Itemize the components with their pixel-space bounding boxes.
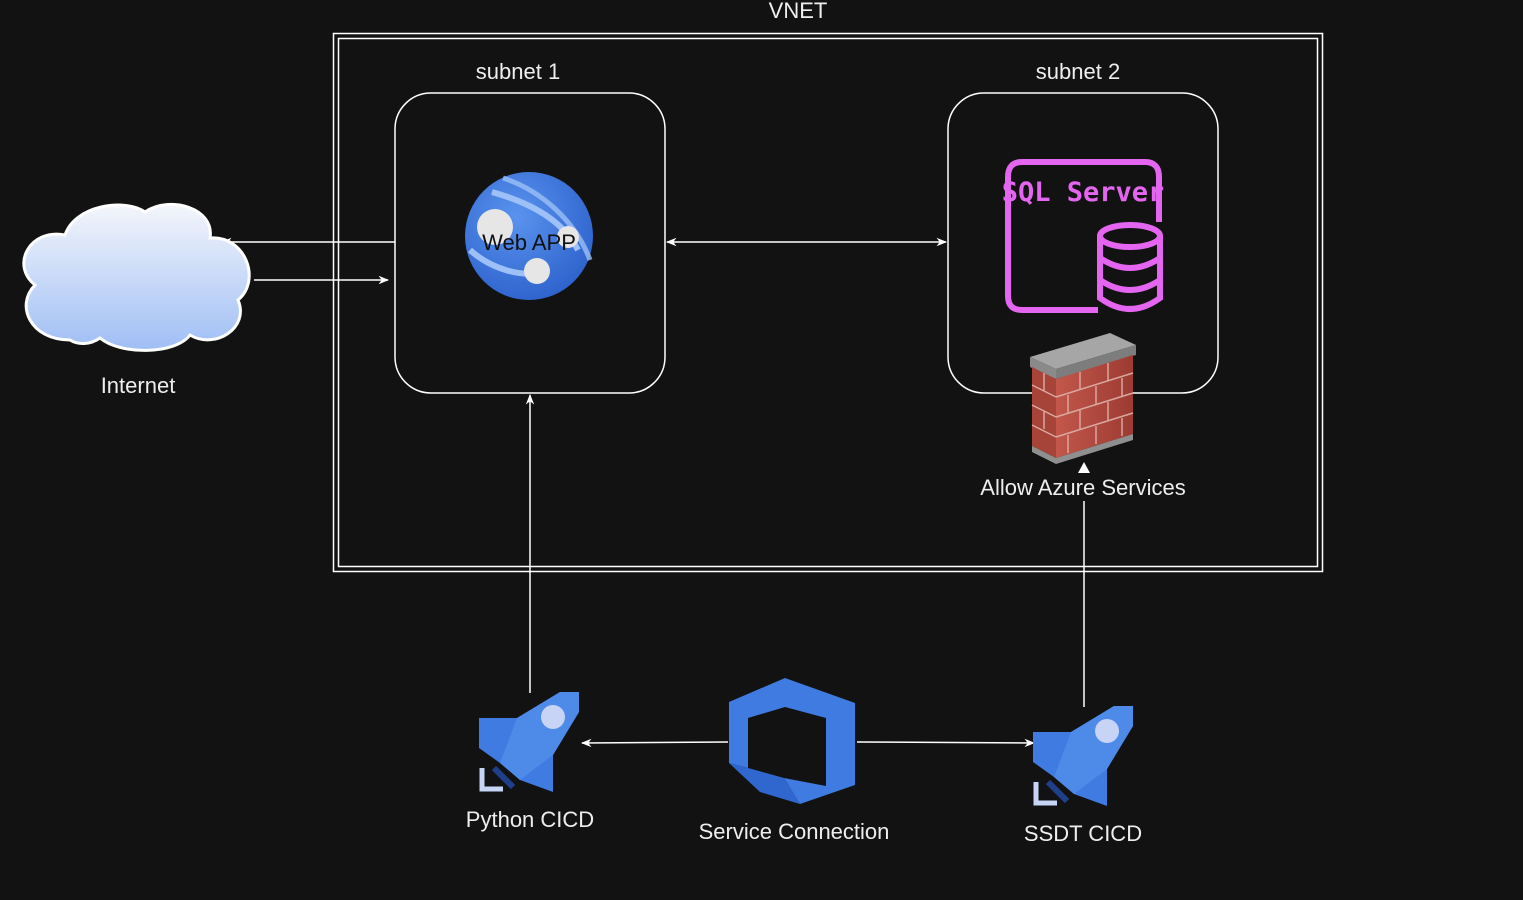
python-cicd-label: Python CICD	[465, 807, 595, 832]
web-app-globe-icon	[465, 172, 593, 300]
arrowhead-firewall	[1078, 462, 1090, 473]
subnet-1-label: subnet 1	[475, 59, 561, 84]
python-cicd-rocket-icon	[479, 692, 579, 792]
webapp-label: Web APP	[482, 230, 576, 255]
vnet-boundary	[332, 32, 1324, 573]
firewall-label: Allow Azure Services	[978, 475, 1188, 501]
sql-server-database-icon	[1005, 159, 1163, 313]
ssdt-cicd-label: SSDT CICD	[1023, 821, 1143, 846]
firewall-brick-wall-icon	[1030, 333, 1136, 464]
arrow-service-to-python-cicd	[580, 738, 729, 748]
service-connection-label: Service Connection	[698, 819, 890, 844]
azure-devops-icon	[729, 678, 855, 804]
internet-label: Internet	[100, 373, 176, 398]
ssdt-cicd-rocket-icon	[1033, 706, 1133, 806]
cloud-icon	[22, 203, 251, 352]
sqlserver-label: SQL Server	[1002, 177, 1165, 208]
subnet-1-box	[394, 92, 666, 394]
arrow-service-to-ssdt-cicd	[856, 738, 1036, 748]
subnet-2-label: subnet 2	[1035, 59, 1121, 84]
vnet-label: VNET	[768, 0, 828, 23]
